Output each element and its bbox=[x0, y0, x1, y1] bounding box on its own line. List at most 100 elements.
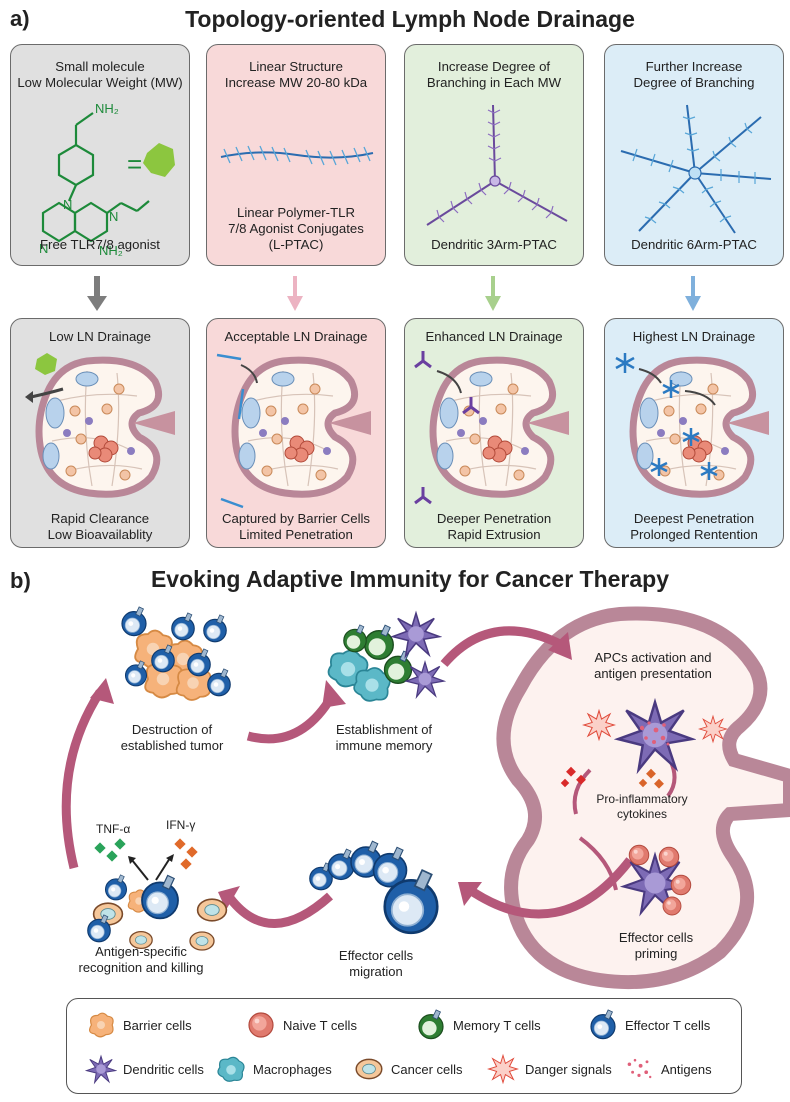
panel-caption: Free TLR7/8 agonist bbox=[40, 237, 160, 252]
immune-memory-cluster-icon bbox=[327, 612, 445, 702]
legend-danger-signals: Danger signals bbox=[487, 1053, 612, 1085]
label-line: Destruction of bbox=[131, 722, 213, 737]
panel-line: Linear Structure bbox=[249, 59, 343, 74]
drainage-caption: Rapid Clearance bbox=[50, 511, 150, 526]
label-line: Pro-inflammatory bbox=[596, 792, 688, 806]
legend-label: Memory T cells bbox=[453, 1017, 541, 1033]
panel-line: Degree of Branching bbox=[633, 75, 755, 90]
legend-naive-t-cells: Naive T cells bbox=[245, 1009, 357, 1041]
panel-caption: Dendritic 6Arm-PTAC bbox=[631, 237, 757, 252]
danger-signal-icon bbox=[488, 1054, 518, 1084]
cytokine-diamonds-icon bbox=[560, 766, 664, 789]
tlr78-agonist-structure-icon: NH₂ N N N NH₂ = bbox=[39, 101, 175, 258]
lymph-node-large-icon bbox=[496, 606, 790, 989]
label-line: Antigen-specific bbox=[95, 944, 187, 959]
3arm-ptac-icon bbox=[426, 104, 568, 226]
legend-label: Cancer cells bbox=[391, 1061, 463, 1077]
down-arrow-blue-icon bbox=[685, 276, 701, 311]
naive-t-cell-icon bbox=[248, 1012, 274, 1038]
chem-n3: N bbox=[39, 241, 48, 256]
label-line: established tumor bbox=[120, 738, 224, 753]
label-line: Establishment of bbox=[335, 722, 433, 737]
section-b-letter: b) bbox=[10, 568, 31, 593]
linear-polymer-icon bbox=[220, 145, 374, 166]
priming-dendritic-cell-icon bbox=[622, 844, 692, 916]
6arm-ptac-icon bbox=[620, 104, 772, 234]
label-ifn: IFN-γ bbox=[166, 818, 196, 832]
panel-caption: 7/8 Agonist Conjugates bbox=[228, 221, 364, 236]
panel-line: Small molecule bbox=[55, 59, 145, 74]
chem-n1: N bbox=[63, 197, 72, 212]
label-line: migration bbox=[349, 964, 403, 979]
panel-caption: Linear Polymer-TLR bbox=[237, 205, 355, 220]
drainage-caption: Low Bioavailablity bbox=[47, 527, 153, 542]
label-line: immune memory bbox=[335, 738, 433, 753]
panel-acceptable-ln-drainage: Acceptable LN Drainage Captured by Barri… bbox=[206, 318, 386, 548]
legend: Barrier cells Naive T cells Memory T cel… bbox=[66, 998, 742, 1094]
panel-line: Further Increase bbox=[645, 59, 743, 74]
panel-line: Low Molecular Weight (MW) bbox=[17, 75, 183, 90]
cycle-arrows-icon bbox=[61, 626, 677, 928]
legend-label: Macrophages bbox=[253, 1061, 332, 1077]
down-arrow-green-icon bbox=[485, 276, 501, 311]
label-line: priming bbox=[634, 946, 678, 961]
legend-label: Antigens bbox=[661, 1061, 712, 1077]
legend-label: Barrier cells bbox=[123, 1017, 192, 1033]
linear-polymer-captured-icon bbox=[216, 353, 258, 509]
drainage-caption: Rapid Extrusion bbox=[447, 527, 541, 542]
drainage-caption: Captured by Barrier Cells bbox=[221, 511, 371, 526]
antigens-icon bbox=[627, 1058, 652, 1079]
drainage-caption: Deeper Penetration bbox=[436, 511, 552, 526]
label-line: cytokines bbox=[616, 807, 668, 821]
6arm-retained-icon bbox=[615, 353, 718, 480]
killing-scene-icon bbox=[87, 838, 228, 951]
legend-macrophages: Macrophages bbox=[215, 1053, 332, 1085]
label-line: Effector cells bbox=[338, 948, 414, 963]
legend-effector-t-cells: Effector T cells bbox=[587, 1009, 710, 1041]
drainage-title: Acceptable LN Drainage bbox=[224, 329, 368, 344]
chem-equals: = bbox=[127, 149, 142, 179]
legend-label: Naive T cells bbox=[283, 1017, 357, 1033]
section-a-letter: a) bbox=[10, 6, 30, 31]
3arm-penetrating-icon bbox=[414, 351, 480, 505]
drainage-caption: Deepest Penetration bbox=[633, 511, 755, 526]
dendritic-cell-icon bbox=[86, 1055, 116, 1084]
effector-t-cell-icon bbox=[590, 1009, 616, 1040]
small-molecule-blob-icon bbox=[143, 143, 175, 177]
panel-line: Branching in Each MW bbox=[426, 75, 562, 90]
chem-nh2-top: NH₂ bbox=[95, 101, 119, 116]
destruction-tumor-cluster-icon bbox=[121, 606, 231, 701]
chem-nh2-bottom: NH₂ bbox=[99, 243, 123, 258]
panel-line: Increase MW 20-80 kDa bbox=[224, 75, 368, 90]
legend-label: Dendritic cells bbox=[123, 1061, 204, 1077]
legend-cancer-cells: Cancer cells bbox=[353, 1053, 463, 1085]
legend-memory-t-cells: Memory T cells bbox=[415, 1009, 541, 1041]
chem-n2: N bbox=[109, 209, 118, 224]
panel-line: Increase Degree of bbox=[437, 59, 551, 74]
label-line: APCs activation and bbox=[594, 650, 712, 665]
drainage-title: Low LN Drainage bbox=[49, 329, 151, 344]
label-line: antigen presentation bbox=[594, 666, 712, 681]
small-molecule-escaping-icon bbox=[25, 353, 64, 403]
macrophage-icon bbox=[217, 1056, 245, 1082]
section-b-title: Evoking Adaptive Immunity for Cancer The… bbox=[150, 566, 670, 592]
legend-label: Danger signals bbox=[525, 1061, 612, 1077]
migrating-effector-cells-icon bbox=[309, 840, 439, 935]
drainage-title: Enhanced LN Drainage bbox=[425, 329, 563, 344]
drainage-caption: Limited Penetration bbox=[239, 527, 353, 542]
down-arrow-pink-icon bbox=[287, 276, 303, 311]
legend-antigens: Antigens bbox=[623, 1053, 712, 1085]
memory-t-cell-icon bbox=[418, 1009, 444, 1040]
